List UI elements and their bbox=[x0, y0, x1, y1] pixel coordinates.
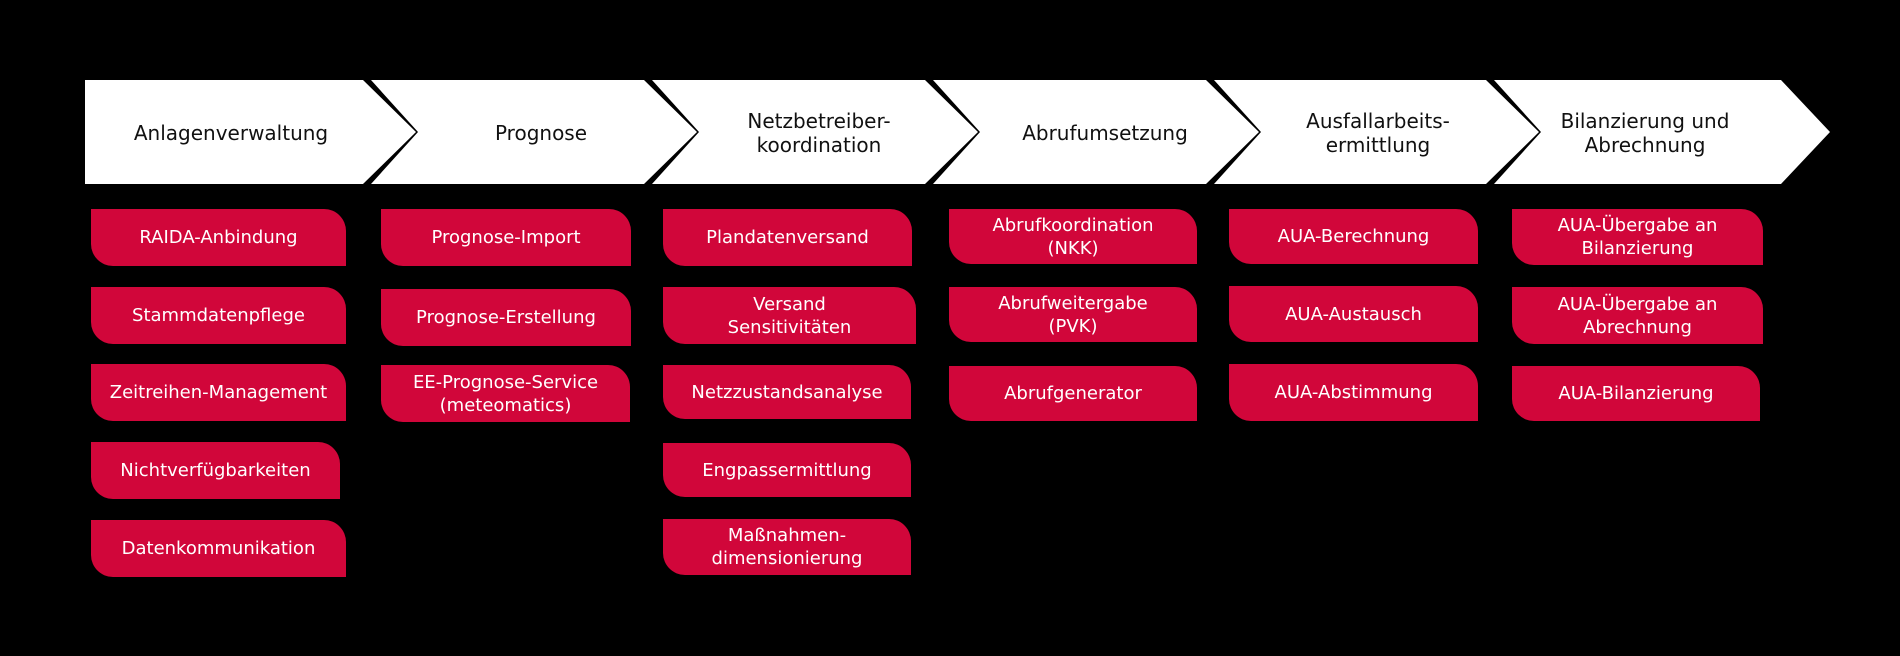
chevron-stage-1 bbox=[85, 80, 416, 184]
stage-title-prognose: Prognose bbox=[494, 120, 588, 145]
task-box: Datenkommunikation bbox=[91, 520, 346, 577]
task-box: Prognose-Erstellung bbox=[381, 289, 631, 346]
task-box: Engpassermittlung bbox=[663, 443, 911, 497]
task-box: AUA-Übergabe an Abrechnung bbox=[1512, 287, 1763, 344]
task-box: Prognose-Import bbox=[381, 209, 631, 266]
task-box: Abrufkoordination (NKK) bbox=[949, 209, 1197, 264]
task-box: Abrufweitergabe (PVK) bbox=[949, 287, 1197, 342]
stage-title-anlagenverwaltung: Anlagenverwaltung bbox=[133, 120, 329, 145]
stage-title-ausfallarbeitsermittlung: Ausfallarbeits- ermittlung bbox=[1306, 108, 1450, 157]
stage-title-bilanzierung: Bilanzierung und Abrechnung bbox=[1560, 108, 1730, 157]
task-box: Plandatenversand bbox=[663, 209, 912, 266]
chevron-stage-6 bbox=[1494, 80, 1830, 184]
task-box: Maßnahmen- dimensionierung bbox=[663, 519, 911, 575]
task-box: Versand Sensitivitäten bbox=[663, 287, 916, 344]
chevron-stage-4 bbox=[933, 80, 1259, 184]
stage-title-netzbetreiberkoordination: Netzbetreiber- koordination bbox=[747, 108, 891, 157]
task-box: AUA-Austausch bbox=[1229, 286, 1478, 342]
task-box: Netzzustandsanalyse bbox=[663, 365, 911, 419]
task-box: Zeitreihen-Management bbox=[91, 364, 346, 421]
task-box: Stammdatenpflege bbox=[91, 287, 346, 344]
chevron-stage-5 bbox=[1214, 80, 1539, 184]
task-box: AUA-Bilanzierung bbox=[1512, 366, 1760, 421]
task-box: Abrufgenerator bbox=[949, 366, 1197, 421]
task-box: Nichtverfügbarkeiten bbox=[91, 442, 340, 499]
task-box: EE-Prognose-Service (meteomatics) bbox=[381, 365, 630, 422]
stage-title-abrufumsetzung: Abrufumsetzung bbox=[1022, 120, 1188, 145]
task-box: AUA-Berechnung bbox=[1229, 209, 1478, 264]
chevron-stage-3 bbox=[652, 80, 978, 184]
task-box: RAIDA-Anbindung bbox=[91, 209, 346, 266]
chevron-stage-2 bbox=[371, 80, 697, 184]
task-box: AUA-Abstimmung bbox=[1229, 364, 1478, 421]
task-box: AUA-Übergabe an Bilanzierung bbox=[1512, 209, 1763, 265]
